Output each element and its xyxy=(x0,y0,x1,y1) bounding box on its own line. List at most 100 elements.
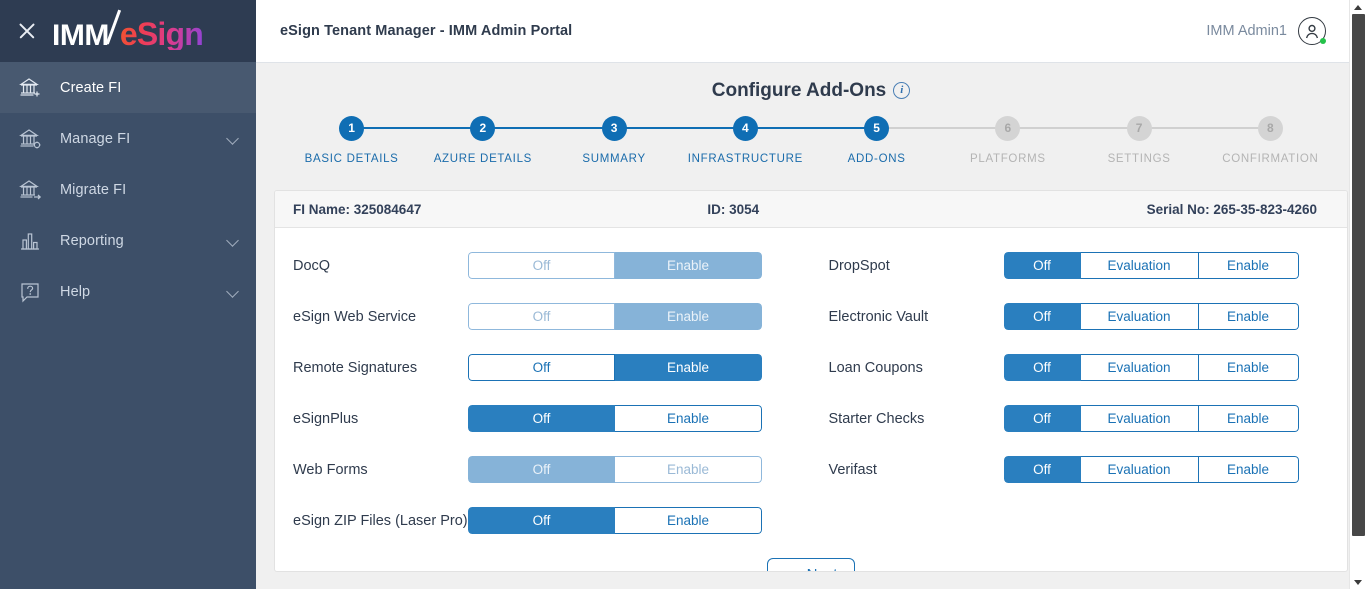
step-connector xyxy=(1204,127,1271,129)
toggle-option-evaluation[interactable]: Evaluation xyxy=(1080,456,1199,483)
toggle-option-off[interactable]: Off xyxy=(468,456,615,483)
addon-row-dropspot: DropSpot Off Evaluation Enable xyxy=(829,240,1330,291)
fi-serial-label: Serial No: 265-35-823-4260 xyxy=(1146,201,1317,217)
toggle-option-enable[interactable]: Enable xyxy=(615,252,762,279)
addon-label: Electronic Vault xyxy=(828,308,929,325)
chevron-down-icon[interactable] xyxy=(226,234,240,248)
addons-column-right: DropSpot Off Evaluation Enable Electroni… xyxy=(818,240,1330,546)
chevron-down-icon[interactable] xyxy=(226,285,240,299)
toggle-option-evaluation[interactable]: Evaluation xyxy=(1080,405,1199,432)
addons-column-left: DocQ Off Enable eSign Web Service Off En… xyxy=(293,240,818,546)
toggle-option-off[interactable]: Off xyxy=(1003,252,1081,279)
addon-toggle-loan-coupons[interactable]: Off Evaluation Enable xyxy=(1003,354,1299,381)
toggle-option-evaluation[interactable]: Evaluation xyxy=(1080,354,1199,381)
close-icon[interactable] xyxy=(16,20,38,42)
status-dot xyxy=(1320,38,1326,44)
step-number[interactable]: 7 xyxy=(1126,115,1152,141)
step-number[interactable]: 1 xyxy=(339,115,365,141)
addon-toggle-remote-signatures[interactable]: Off Enable xyxy=(468,354,762,381)
sidebar-item-help[interactable]: Help xyxy=(0,266,256,317)
scroll-up-arrow-icon[interactable] xyxy=(1350,0,1366,14)
sidebar-item-reporting[interactable]: Reporting xyxy=(0,215,256,266)
toggle-option-enable[interactable]: Enable xyxy=(615,507,762,534)
step-number[interactable]: 2 xyxy=(470,115,496,141)
toggle-option-off[interactable]: Off xyxy=(468,405,615,432)
step-number[interactable]: 3 xyxy=(601,115,627,141)
step-number[interactable]: 5 xyxy=(864,115,890,141)
scroll-down-arrow-icon[interactable] xyxy=(1350,575,1366,589)
toggle-option-enable[interactable]: Enable xyxy=(1198,252,1299,279)
toggle-option-enable[interactable]: Enable xyxy=(615,354,762,381)
addon-toggle-web-forms[interactable]: Off Enable xyxy=(468,456,762,483)
addon-row-docq: DocQ Off Enable xyxy=(293,240,794,291)
toggle-option-evaluation[interactable]: Evaluation xyxy=(1080,252,1199,279)
step-add-ons[interactable]: 5 xyxy=(811,111,943,145)
brand-logo: IMM eSign xyxy=(52,11,204,51)
sidebar-item-migrate-fi[interactable]: Migrate FI xyxy=(0,164,256,215)
page-title: Configure Add-Ons xyxy=(711,79,887,101)
toggle-option-off[interactable]: Off xyxy=(468,507,615,534)
toggle-option-enable[interactable]: Enable xyxy=(615,405,762,432)
sidebar-item-create-fi[interactable]: Create FI xyxy=(0,62,256,113)
addon-row-verifast: Verifast Off Evaluation Enable xyxy=(829,444,1330,495)
step-infrastructure[interactable]: 4 xyxy=(679,111,811,145)
logo-slash-icon xyxy=(108,11,121,45)
toggle-option-off[interactable]: Off xyxy=(1003,303,1081,330)
addon-label: Loan Coupons xyxy=(828,359,923,376)
top-bar: eSign Tenant Manager - IMM Admin Portal … xyxy=(256,0,1366,63)
toggle-option-enable[interactable]: Enable xyxy=(1198,354,1299,381)
toggle-option-enable[interactable]: Enable xyxy=(615,303,762,330)
addon-toggle-esign-web-service[interactable]: Off Enable xyxy=(468,303,762,330)
stepper-circles: 1 2 3 4 xyxy=(286,111,1336,145)
step-basic-details[interactable]: 1 xyxy=(286,111,418,145)
step-number[interactable]: 4 xyxy=(732,115,758,141)
page-header-title: eSign Tenant Manager - IMM Admin Portal xyxy=(280,23,573,39)
sidebar-item-manage-fi[interactable]: Manage FI xyxy=(0,113,256,164)
addon-label: DropSpot xyxy=(828,257,890,274)
toggle-option-enable[interactable]: Enable xyxy=(1198,456,1299,483)
scrollbar-track[interactable] xyxy=(1350,14,1366,575)
user-name-label: IMM Admin1 xyxy=(1206,23,1287,39)
toggle-option-off[interactable]: Off xyxy=(468,354,615,381)
step-number[interactable]: 8 xyxy=(1257,115,1283,141)
avatar[interactable] xyxy=(1298,17,1326,45)
step-label-infrastructure: INFRASTRUCTURE xyxy=(687,153,803,165)
addon-toggle-esign-zip-files[interactable]: Off Enable xyxy=(468,507,762,534)
toggle-option-off[interactable]: Off xyxy=(1003,405,1081,432)
addon-label: Web Forms xyxy=(293,461,368,478)
addon-toggle-docq[interactable]: Off Enable xyxy=(468,252,762,279)
toggle-option-enable[interactable]: Enable xyxy=(1198,405,1299,432)
toggle-option-off[interactable]: Off xyxy=(1003,456,1081,483)
addon-toggle-esignplus[interactable]: Off Enable xyxy=(468,405,762,432)
toggle-option-off[interactable]: Off xyxy=(1003,354,1081,381)
step-label-basic-details: BASIC DETAILS xyxy=(304,153,399,165)
addon-row-esignplus: eSignPlus Off Enable xyxy=(293,393,794,444)
step-azure-details[interactable]: 2 xyxy=(417,111,549,145)
page-title-row: Configure Add-Ons i xyxy=(266,63,1356,105)
addon-label: eSignPlus xyxy=(293,410,359,427)
next-button[interactable]: → Next xyxy=(766,558,856,571)
step-summary[interactable]: 3 xyxy=(548,111,680,145)
bar-chart-icon xyxy=(18,228,44,254)
toggle-option-off[interactable]: Off xyxy=(468,252,615,279)
step-platforms[interactable]: 6 xyxy=(942,111,1074,145)
addon-toggle-verifast[interactable]: Off Evaluation Enable xyxy=(1003,456,1299,483)
step-settings[interactable]: 7 xyxy=(1073,111,1205,145)
addon-toggle-starter-checks[interactable]: Off Evaluation Enable xyxy=(1003,405,1299,432)
toggle-option-enable[interactable]: Enable xyxy=(615,456,762,483)
info-icon[interactable]: i xyxy=(893,82,911,99)
chevron-down-icon[interactable] xyxy=(226,132,240,146)
addon-toggle-electronic-vault[interactable]: Off Evaluation Enable xyxy=(1003,303,1299,330)
addon-row-web-forms: Web Forms Off Enable xyxy=(293,444,794,495)
step-confirmation[interactable]: 8 xyxy=(1204,111,1336,145)
scrollbar-thumb[interactable] xyxy=(1351,14,1365,536)
top-bar-right: IMM Admin1 xyxy=(1206,17,1326,45)
step-number[interactable]: 6 xyxy=(995,115,1021,141)
toggle-option-enable[interactable]: Enable xyxy=(1198,303,1299,330)
vertical-scrollbar[interactable] xyxy=(1349,0,1366,589)
addon-toggle-dropspot[interactable]: Off Evaluation Enable xyxy=(1003,252,1299,279)
addons-card: FI Name: 325084647 ID: 3054 Serial No: 2… xyxy=(274,190,1348,572)
toggle-option-off[interactable]: Off xyxy=(468,303,615,330)
toggle-option-evaluation[interactable]: Evaluation xyxy=(1080,303,1199,330)
step-label-add-ons: ADD-ONS xyxy=(847,153,906,165)
